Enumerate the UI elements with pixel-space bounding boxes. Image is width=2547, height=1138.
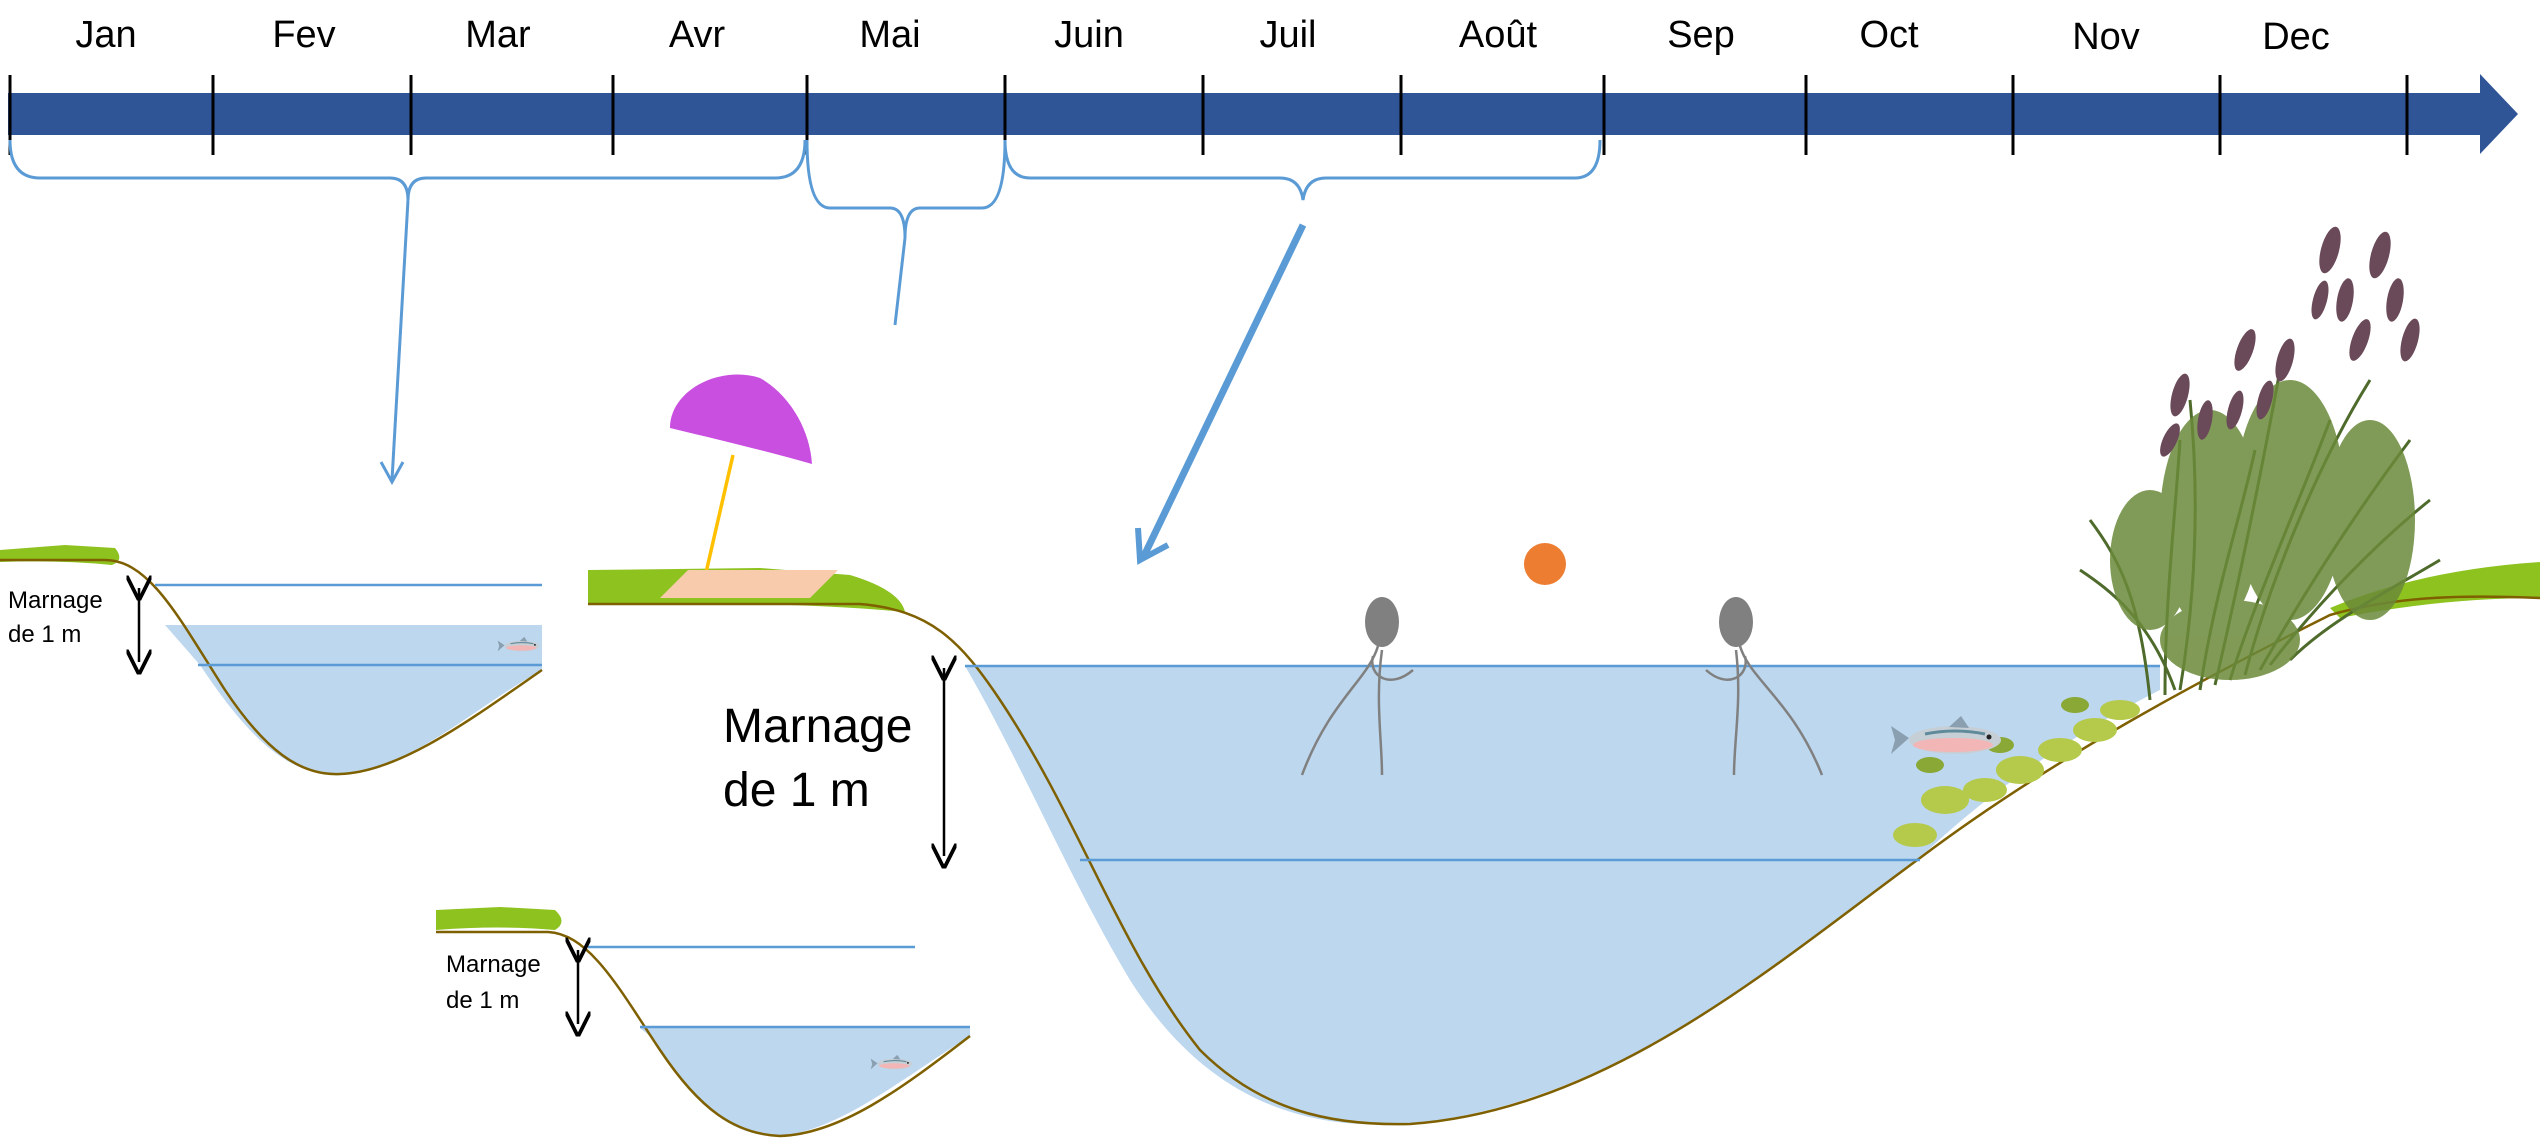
ball-icon bbox=[1524, 543, 1566, 585]
timeline-arrowhead bbox=[2480, 74, 2518, 154]
spring-ground-line bbox=[436, 930, 971, 1138]
winter-ground-line bbox=[0, 558, 543, 776]
month-label: Jan bbox=[75, 14, 136, 56]
summer-panel: Marnage de 1 m bbox=[588, 226, 2541, 1126]
reeds-icon bbox=[2079, 226, 2441, 701]
summer-marnage-label: de 1 m bbox=[723, 764, 870, 817]
arrow-to-summer-panel bbox=[1139, 223, 1307, 560]
umbrella-icon bbox=[670, 374, 812, 578]
timeline-bar bbox=[8, 93, 2483, 135]
swimmer-icon bbox=[1300, 597, 1414, 776]
aquatic-plants bbox=[1893, 697, 2140, 847]
month-label: Fev bbox=[272, 14, 335, 56]
period-brackets bbox=[8, 139, 1602, 239]
bracket-jun-aug bbox=[1003, 139, 1602, 201]
pointer-arrows bbox=[379, 199, 1307, 565]
month-label: Juil bbox=[1259, 14, 1316, 56]
timeline-ticks bbox=[8, 75, 2409, 155]
towel-icon bbox=[660, 570, 838, 598]
arrow-to-summer-panel-head bbox=[1135, 527, 1170, 565]
spring-grass bbox=[436, 907, 562, 930]
arrow-may-stub bbox=[893, 237, 907, 326]
bracket-jan-apr bbox=[8, 139, 807, 201]
summer-marnage-label: Marnage bbox=[723, 700, 912, 753]
spring-marnage-label: Marnage bbox=[446, 951, 541, 978]
month-label: Sep bbox=[1667, 14, 1735, 56]
month-label: Nov bbox=[2072, 16, 2140, 58]
timeline: Jan Fev Mar Avr Mai Juin Juil Août Sep O… bbox=[8, 14, 2518, 155]
summer-water bbox=[965, 666, 2160, 1125]
month-label: Mar bbox=[465, 14, 531, 56]
month-label: Avr bbox=[669, 14, 726, 56]
swimmer-icon bbox=[1705, 597, 1824, 776]
winter-marnage-label: de 1 m bbox=[8, 621, 81, 648]
arrow-to-winter-panel-head bbox=[379, 461, 405, 486]
spring-water bbox=[640, 1028, 970, 1137]
spring-marnage-label: de 1 m bbox=[446, 987, 519, 1014]
month-label: Oct bbox=[1859, 14, 1919, 56]
month-label: Mai bbox=[859, 14, 920, 56]
month-label: Août bbox=[1459, 14, 1538, 56]
month-label: Dec bbox=[2262, 16, 2330, 58]
winter-marnage-label: Marnage bbox=[8, 587, 103, 614]
month-label: Juin bbox=[1054, 14, 1124, 56]
bracket-may bbox=[805, 139, 1007, 239]
arrow-to-winter-panel bbox=[390, 199, 410, 481]
winter-grass bbox=[0, 545, 120, 565]
spring-panel: Marnage de 1 m bbox=[436, 907, 971, 1138]
winter-panel: Marnage de 1 m bbox=[0, 545, 543, 776]
winter-water bbox=[165, 625, 542, 775]
